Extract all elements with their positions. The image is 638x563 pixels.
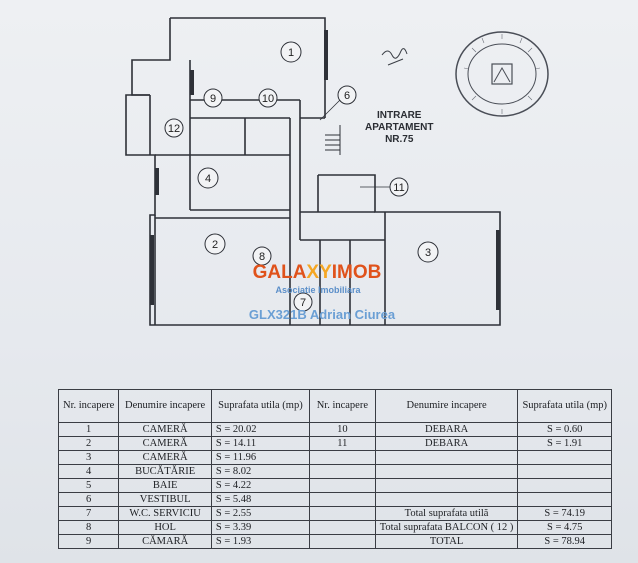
cell-name-2: DEBARA <box>374 422 519 437</box>
cell-nr: 9 <box>57 534 120 549</box>
cell-area-2 <box>517 464 612 479</box>
room-number-2: 2 <box>212 239 218 251</box>
header-nr: Nr. incapere <box>57 389 120 423</box>
table-header-row: Nr. incapere Denumire incapere Suprafata… <box>57 389 612 423</box>
cell-area: S = 4.22 <box>210 478 310 493</box>
cell-nr-2 <box>308 506 376 521</box>
room-number-8: 8 <box>259 251 265 263</box>
room-number-6: 6 <box>344 90 350 102</box>
cell-area: S = 8.02 <box>210 464 310 479</box>
cell-nr-2 <box>308 450 376 465</box>
cell-name-2 <box>374 464 519 479</box>
signature-scribble <box>381 48 408 66</box>
watermark-subtitle: Asociatie Imobiliara <box>275 285 361 295</box>
official-stamp-icon <box>455 31 549 117</box>
watermark-brand-part1: GALA <box>252 262 307 283</box>
cell-nr-2 <box>308 520 376 535</box>
floor-plan: 1 2 3 4 6 7 8 9 10 11 12 <box>125 17 501 326</box>
cell-nr: 5 <box>57 478 120 493</box>
entrance-label: INTRARE APARTAMENT NR.75 <box>365 110 434 146</box>
cell-name: CĂMARĂ <box>118 534 212 549</box>
cell-area: S = 5.48 <box>210 492 310 507</box>
cell-nr-2: 10 <box>308 422 376 437</box>
cell-name-2: Total suprafata BALCON ( 12 ) <box>374 520 519 535</box>
cell-name: HOL <box>118 520 212 535</box>
entrance-line-1: INTRARE <box>377 110 422 121</box>
cell-area-2: S = 4.75 <box>517 520 612 535</box>
room-number-7: 7 <box>300 297 306 309</box>
cell-nr-2 <box>308 492 376 507</box>
cell-name-2: Total suprafata utilă <box>374 506 519 521</box>
room-number-12: 12 <box>168 123 180 135</box>
rooms-table: Nr. incapere Denumire incapere Suprafata… <box>57 389 612 549</box>
cell-nr: 7 <box>57 506 120 521</box>
cell-area: S = 20.02 <box>210 422 310 437</box>
cell-area: S = 11.96 <box>210 450 310 465</box>
room-number-1: 1 <box>288 47 294 59</box>
cell-name-2 <box>374 478 519 493</box>
cell-name-2: TOTAL <box>374 534 519 549</box>
entrance-line-3: NR.75 <box>385 134 414 145</box>
cell-name: BUCĂTĂRIE <box>118 464 212 479</box>
cell-nr: 3 <box>57 450 120 465</box>
cell-nr: 6 <box>57 492 120 507</box>
cell-nr-2 <box>308 464 376 479</box>
cell-name: BAIE <box>118 478 212 493</box>
entrance-line-2: APARTAMENT <box>365 122 434 133</box>
cell-name: W.C. SERVICIU <box>118 506 212 521</box>
cell-area-2 <box>517 478 612 493</box>
watermark-code: GLX321B Adrian Ciurea <box>248 307 396 322</box>
header-suprafata: Suprafata utila (mp) <box>210 389 310 423</box>
cell-nr: 4 <box>57 464 120 479</box>
cell-nr-2 <box>308 478 376 493</box>
header-denumire-2: Denumire incapere <box>374 389 519 423</box>
watermark-brand-part3: IMOB <box>331 262 382 283</box>
cell-nr: 2 <box>57 436 120 451</box>
cell-area: S = 3.39 <box>210 520 310 535</box>
cell-name: CAMERĂ <box>118 422 212 437</box>
room-number-9: 9 <box>210 93 216 105</box>
watermark-brand: GALAXYIMOB <box>242 262 392 284</box>
cell-name-2 <box>374 450 519 465</box>
room-number-10: 10 <box>262 93 274 105</box>
cell-name: VESTIBUL <box>118 492 212 507</box>
cell-area: S = 14.11 <box>210 436 310 451</box>
room-number-3: 3 <box>425 247 431 259</box>
cell-area-2 <box>517 450 612 465</box>
cell-name: CAMERĂ <box>118 436 212 451</box>
cell-area-2: S = 0.60 <box>517 422 612 437</box>
cell-name: CAMERĂ <box>118 450 212 465</box>
room-number-4: 4 <box>205 173 211 185</box>
cell-area-2 <box>517 492 612 507</box>
cell-nr: 1 <box>57 422 120 437</box>
cell-nr: 8 <box>57 520 120 535</box>
cell-name-2 <box>374 492 519 507</box>
header-suprafata-2: Suprafata utila (mp) <box>517 389 612 423</box>
room-number-11: 11 <box>393 182 404 194</box>
cell-nr-2 <box>308 534 376 549</box>
header-nr-2: Nr. incapere <box>308 389 376 423</box>
cell-area-2: S = 78.94 <box>517 534 612 549</box>
cell-area-2: S = 74.19 <box>517 506 612 521</box>
cell-area-2: S = 1.91 <box>517 436 612 451</box>
header-denumire: Denumire incapere <box>118 389 212 423</box>
cell-name-2: DEBARA <box>374 436 519 451</box>
cell-nr-2: 11 <box>308 436 376 451</box>
cell-area: S = 2.55 <box>210 506 310 521</box>
cell-area: S = 1.93 <box>210 534 310 549</box>
watermark-brand-part2: XY <box>306 262 332 283</box>
